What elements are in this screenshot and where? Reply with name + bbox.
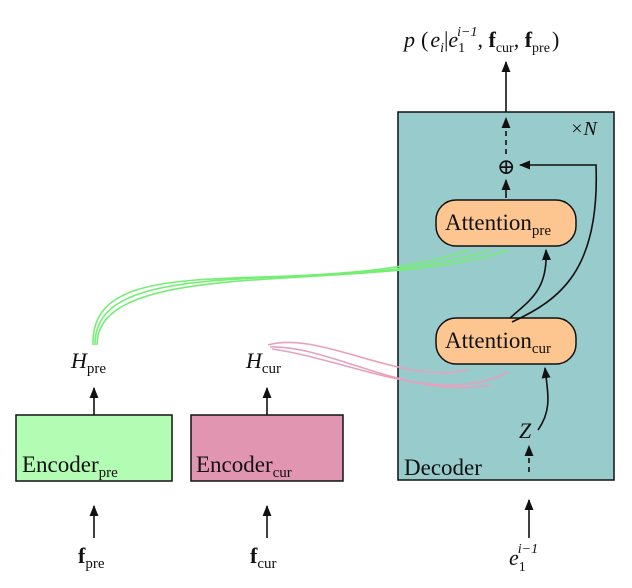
attention-pre-label: Attentionpre (445, 210, 551, 239)
encoder-pre-box (15, 414, 173, 482)
z-label: Z (519, 418, 532, 443)
attention-pre-box (435, 199, 577, 247)
encoder-cur-label: Encodercur (196, 452, 292, 481)
decoder-label: Decoder (404, 455, 482, 480)
decoder-box (397, 111, 615, 481)
f-cur-label: fcur (250, 543, 276, 572)
f-pre-label: fpre (78, 543, 105, 572)
h-pre-label: Hpre (70, 348, 106, 377)
output-formula: p(ei|e1i−1, fcur, fpre) (402, 25, 559, 56)
green-connections (92, 249, 509, 346)
attention-cur-box (435, 317, 577, 365)
e-input-label: e1i−1 (509, 542, 538, 575)
attention-cur-label: Attentioncur (445, 328, 551, 357)
h-cur-label: Hcur (245, 348, 281, 377)
times-n-label: ×N (570, 118, 598, 140)
pink-connections (267, 341, 509, 389)
encoder-pre-label: Encoderpre (22, 452, 118, 481)
plus-node: ⊕ (497, 155, 515, 180)
decoder-arrows (501, 116, 598, 472)
encoder-cur-box (190, 414, 344, 482)
